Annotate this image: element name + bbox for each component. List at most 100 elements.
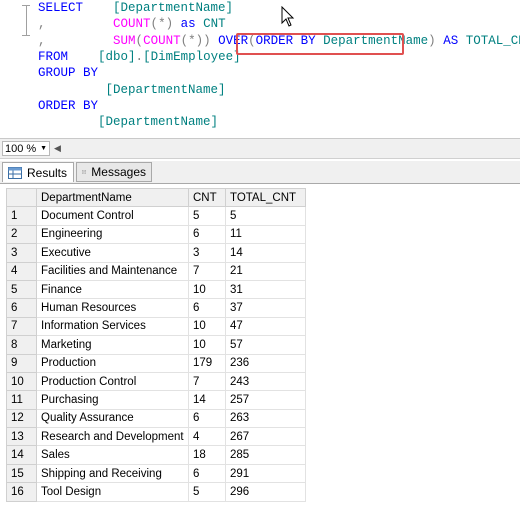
code-line[interactable]: FROM [dbo].[DimEmployee]: [38, 49, 241, 65]
row-number[interactable]: 15: [6, 463, 37, 484]
row-number[interactable]: 6: [6, 298, 37, 318]
cell-total-cnt[interactable]: 5: [225, 206, 306, 226]
code-line[interactable]: [DepartmentName]: [38, 82, 226, 98]
cell-total-cnt[interactable]: 296: [225, 482, 306, 502]
cell-total-cnt[interactable]: 37: [225, 298, 306, 318]
cell-cnt[interactable]: 6: [188, 224, 226, 245]
cell-cnt[interactable]: 10: [188, 279, 226, 300]
row-number[interactable]: 9: [6, 353, 37, 373]
cell-department-name[interactable]: Document Control: [36, 206, 189, 226]
cell-cnt[interactable]: 6: [188, 298, 226, 318]
cell-cnt[interactable]: 5: [188, 206, 226, 226]
code-line[interactable]: SELECT [DepartmentName]: [38, 0, 233, 16]
cell-department-name[interactable]: Information Services: [36, 316, 189, 337]
cell-department-name[interactable]: Executive: [36, 243, 189, 263]
cell-total-cnt[interactable]: 31: [225, 279, 306, 300]
row-number[interactable]: 5: [6, 279, 37, 300]
cell-total-cnt[interactable]: 267: [225, 427, 306, 447]
cell-cnt[interactable]: 6: [188, 408, 226, 429]
cell-cnt[interactable]: 179: [188, 353, 226, 373]
cell-department-name[interactable]: Shipping and Receiving: [36, 463, 189, 484]
row-number[interactable]: 4: [6, 261, 37, 281]
row-number[interactable]: 8: [6, 335, 37, 355]
code-line[interactable]: , COUNT(*) as CNT: [38, 16, 226, 32]
scroll-left-icon[interactable]: ◀: [54, 143, 61, 153]
cell-department-name[interactable]: Human Resources: [36, 298, 189, 318]
cell-department-name[interactable]: Production: [36, 353, 189, 373]
cell-total-cnt[interactable]: 11: [225, 224, 306, 245]
query-editor[interactable]: SELECT [DepartmentName], COUNT(*) as CNT…: [0, 0, 520, 139]
cell-cnt[interactable]: 7: [188, 371, 226, 392]
cell-department-name[interactable]: Quality Assurance: [36, 408, 189, 429]
cell-cnt[interactable]: 6: [188, 463, 226, 484]
select-all-corner[interactable]: [6, 187, 37, 208]
cell-total-cnt[interactable]: 47: [225, 316, 306, 337]
row-number[interactable]: 12: [6, 408, 37, 429]
cell-department-name[interactable]: Production Control: [36, 371, 189, 392]
tab-results[interactable]: Results: [2, 162, 74, 182]
code-line[interactable]: [DepartmentName]: [38, 114, 218, 130]
column-header-total-cnt[interactable]: TOTAL_CNT: [225, 187, 306, 208]
cell-department-name[interactable]: Facilities and Maintenance: [36, 261, 189, 281]
row-number[interactable]: 1: [6, 206, 37, 226]
cell-cnt[interactable]: 5: [188, 482, 226, 502]
cell-department-name[interactable]: Marketing: [36, 335, 189, 355]
column-header-cnt[interactable]: CNT: [188, 187, 226, 208]
code-line[interactable]: ORDER BY: [38, 98, 98, 114]
row-number[interactable]: 3: [6, 243, 37, 263]
row-number[interactable]: 2: [6, 224, 37, 245]
cell-total-cnt[interactable]: 243: [225, 371, 306, 392]
row-number[interactable]: 7: [6, 316, 37, 337]
cell-total-cnt[interactable]: 14: [225, 243, 306, 263]
row-number[interactable]: 13: [6, 427, 37, 447]
cell-department-name[interactable]: Finance: [36, 279, 189, 300]
cell-cnt[interactable]: 18: [188, 445, 226, 465]
cell-department-name[interactable]: Tool Design: [36, 482, 189, 502]
cell-department-name[interactable]: Sales: [36, 445, 189, 465]
cell-total-cnt[interactable]: 57: [225, 335, 306, 355]
cell-department-name[interactable]: Research and Development: [36, 427, 189, 447]
cell-total-cnt[interactable]: 291: [225, 463, 306, 484]
collapse-marker[interactable]: [22, 5, 30, 6]
cell-total-cnt[interactable]: 236: [225, 353, 306, 373]
cell-department-name[interactable]: Engineering: [36, 224, 189, 245]
cell-cnt[interactable]: 4: [188, 427, 226, 447]
tab-messages[interactable]: Messages: [76, 162, 152, 182]
code-line[interactable]: GROUP BY: [38, 65, 98, 81]
cell-cnt[interactable]: 3: [188, 243, 226, 263]
column-header-departmentname[interactable]: DepartmentName: [36, 187, 189, 208]
cell-cnt[interactable]: 10: [188, 335, 226, 355]
cell-department-name[interactable]: Purchasing: [36, 390, 189, 410]
cell-cnt[interactable]: 7: [188, 261, 226, 281]
code-line[interactable]: , SUM(COUNT(*)) OVER(ORDER BY Department…: [38, 33, 520, 49]
cell-total-cnt[interactable]: 285: [225, 445, 306, 465]
row-number[interactable]: 11: [6, 390, 37, 410]
zoom-select[interactable]: 100 % ▼: [2, 141, 50, 156]
cell-total-cnt[interactable]: 263: [225, 408, 306, 429]
row-number[interactable]: 14: [6, 445, 37, 465]
cell-total-cnt[interactable]: 257: [225, 390, 306, 410]
row-number[interactable]: 16: [6, 482, 37, 502]
cell-total-cnt[interactable]: 21: [225, 261, 306, 281]
cell-cnt[interactable]: 14: [188, 390, 226, 410]
row-number[interactable]: 10: [6, 371, 37, 392]
cell-cnt[interactable]: 10: [188, 316, 226, 337]
